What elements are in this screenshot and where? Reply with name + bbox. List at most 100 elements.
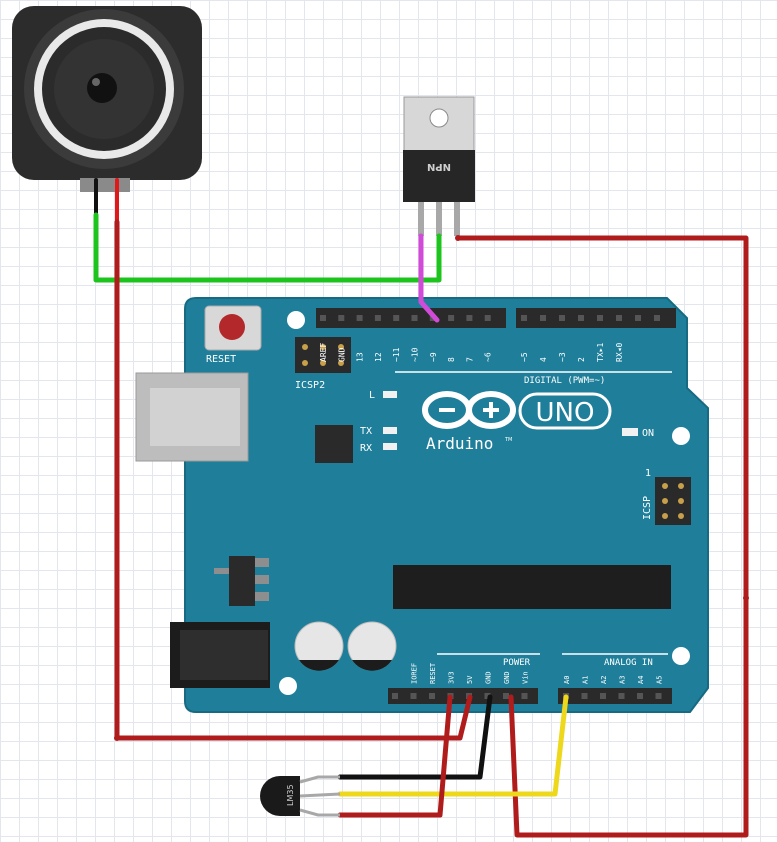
analog-pin-label: A0 (563, 676, 571, 684)
led-rx (383, 443, 397, 450)
header-pin (521, 693, 528, 699)
arduino-logo-icon (422, 391, 516, 429)
power-pin-label: RESET (429, 662, 437, 684)
uno-badge (518, 392, 612, 430)
header-pin (654, 315, 660, 321)
header-pin (635, 315, 641, 321)
speaker-dustcap (87, 73, 117, 103)
header-pin (356, 315, 363, 321)
power-header (388, 688, 538, 704)
digital-label: DIGITAL (PWM=~) (524, 376, 605, 386)
transistor-leg-emitter (454, 202, 460, 236)
header-pin (540, 315, 546, 321)
mounting-hole (672, 427, 690, 445)
led-on (622, 428, 638, 436)
digital-pin-label: 4 (539, 357, 548, 362)
digital-pin-label: ~5 (520, 352, 529, 362)
analog-header (558, 688, 672, 704)
header-pin (392, 693, 398, 699)
wire-green-speaker-to-collector (93, 212, 442, 283)
on-label: ON (642, 428, 654, 439)
digital-pin-label: 13 (356, 352, 365, 362)
sensor-body (260, 776, 300, 816)
header-pin (503, 693, 509, 699)
power-pin-label: 3V3 (448, 671, 456, 684)
header-pin (655, 693, 662, 699)
led-l-label: L (369, 390, 375, 401)
reset-button-cap[interactable] (219, 314, 245, 340)
icsp2-label: ICSP2 (295, 380, 325, 391)
power-label: POWER (503, 658, 531, 668)
header-pin (411, 315, 418, 321)
header-pin (597, 315, 603, 321)
digital-pin-label: AREF (319, 343, 328, 362)
header-pin (484, 315, 491, 321)
npn-transistor: NPN (403, 96, 475, 236)
temperature-sensor: LM35 (260, 775, 341, 817)
wire-magenta-base-to-pin11 (418, 233, 440, 323)
transistor-mount-hole (429, 108, 449, 128)
header-pin (616, 315, 622, 321)
wire-red-sensor-to-3v3 (337, 694, 453, 818)
header-pin (581, 693, 588, 699)
dc-power-jack (170, 622, 270, 688)
header-pin (600, 693, 606, 699)
header-pin (484, 693, 491, 699)
sensor-leg (299, 808, 340, 817)
digital-pin-label: 12 (374, 352, 383, 362)
speaker-dustcap-highlight (92, 78, 100, 86)
analog-pin-label: A1 (582, 676, 590, 684)
arduino-logo-text: Arduino (426, 434, 493, 453)
header-pin (374, 315, 381, 321)
voltage-regulator (214, 556, 269, 606)
transistor-leg-collector (436, 202, 442, 236)
wire-red-speaker-to-5v (114, 219, 473, 741)
mounting-hole (672, 647, 690, 665)
header-pin (637, 693, 643, 699)
digital-pin-label: ~9 (429, 352, 438, 362)
header-pin (320, 315, 326, 321)
header-pin (466, 315, 473, 321)
header-pin (429, 693, 435, 699)
analog-pin-label: A3 (619, 676, 627, 684)
sensor-label: LM35 (286, 784, 295, 806)
led-rx-label: RX (360, 443, 372, 454)
transistor-body (403, 150, 475, 202)
power-pin-label: IOREF (411, 663, 419, 684)
transistor-label: NPN (427, 161, 451, 172)
capacitor (294, 621, 344, 671)
led-l (383, 391, 397, 398)
mounting-hole (287, 311, 305, 329)
analog-pin-labels: A0 A1 A2 A3 A4 A5 (563, 676, 664, 684)
usb-connector-inner (150, 388, 240, 446)
power-pin-label: 5V (466, 675, 474, 684)
icsp2-header (295, 337, 351, 373)
header-pin (578, 315, 584, 321)
digital-pin-label: 2 (577, 357, 586, 362)
analog-pin-label: A5 (656, 676, 664, 684)
wire-yellow-sensor-to-a0 (337, 694, 569, 797)
icsp-header (655, 477, 691, 525)
capacitor (347, 621, 397, 671)
header-pin (521, 315, 527, 321)
led-tx-label: TX (360, 426, 372, 437)
digital-pin-label: RX◂0 (615, 343, 624, 362)
header-pin (618, 693, 625, 699)
header-pin (393, 315, 400, 321)
digital-pin-label: 7 (465, 357, 474, 362)
atmega-microcontroller (393, 565, 671, 609)
analog-pin-label: A4 (637, 676, 645, 684)
analog-label: ANALOG IN (604, 658, 653, 668)
led-tx (383, 427, 397, 434)
analog-pin-label: A2 (600, 676, 608, 684)
digital-pin-label: ~10 (411, 347, 420, 362)
sensor-leg (299, 792, 341, 798)
wire-red-emitter-to-gnd (455, 235, 749, 838)
header-pin (410, 693, 417, 699)
power-pin-label: GND (503, 671, 511, 684)
wire-black-sensor-to-gnd (337, 694, 493, 780)
